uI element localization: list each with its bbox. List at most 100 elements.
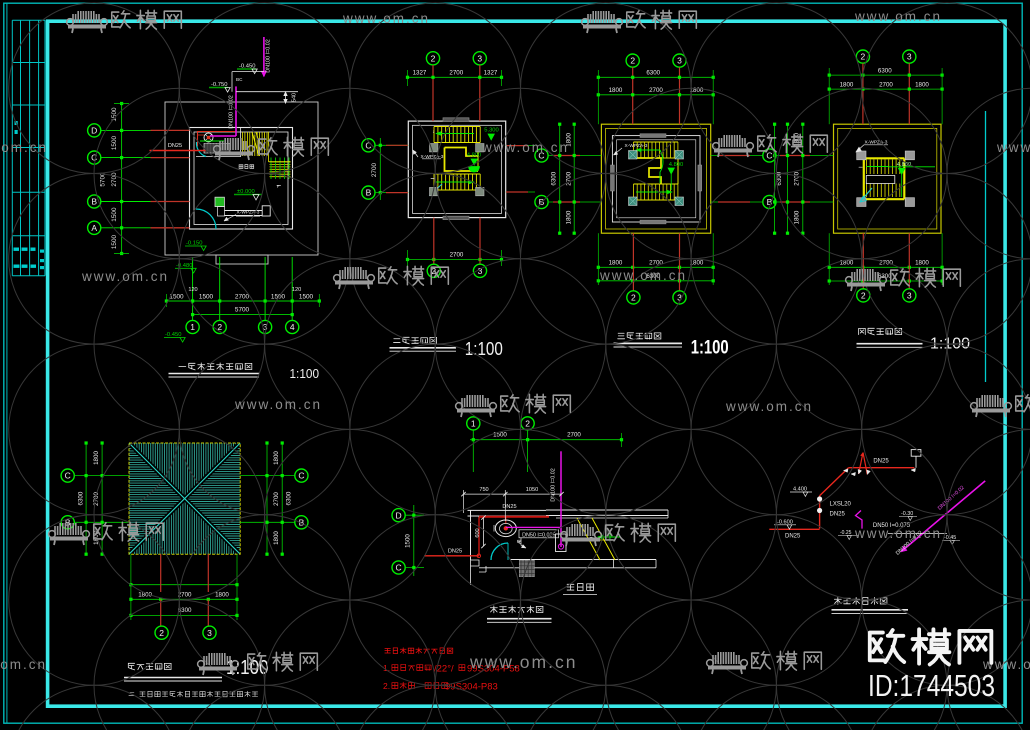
svg-text:DN25: DN25 bbox=[502, 504, 516, 510]
svg-text:C: C bbox=[91, 153, 97, 163]
svg-text:www.om.cn: www.om.cn bbox=[854, 526, 942, 541]
svg-text:www.om.cn: www.om.cn bbox=[469, 652, 577, 672]
svg-text:LXSL20: LXSL20 bbox=[830, 502, 852, 508]
svg-text:3: 3 bbox=[907, 291, 912, 301]
svg-text:2700: 2700 bbox=[273, 492, 280, 506]
svg-text:3: 3 bbox=[263, 322, 268, 332]
svg-text:-0.25: -0.25 bbox=[840, 530, 852, 536]
svg-text:99S304-P58: 99S304-P58 bbox=[467, 664, 520, 675]
svg-text:2: 2 bbox=[861, 52, 866, 62]
svg-text:B: B bbox=[65, 517, 71, 527]
svg-text:B: B bbox=[767, 197, 773, 207]
svg-text:1:100: 1:100 bbox=[290, 366, 320, 381]
svg-text:DN25: DN25 bbox=[168, 143, 182, 149]
svg-text:6300: 6300 bbox=[776, 171, 783, 185]
svg-text:-0.600: -0.600 bbox=[777, 519, 793, 525]
svg-text:1500: 1500 bbox=[111, 234, 118, 249]
svg-text:www.om.cn: www.om.cn bbox=[982, 657, 1030, 672]
svg-text:2: 2 bbox=[525, 419, 530, 429]
svg-text:DN25: DN25 bbox=[785, 534, 801, 540]
svg-text:1.: 1. bbox=[383, 663, 390, 673]
svg-text:www.om.cn: www.om.cn bbox=[0, 140, 48, 155]
svg-text:5700: 5700 bbox=[100, 172, 107, 187]
svg-text:2.: 2. bbox=[383, 681, 390, 691]
svg-text:2700: 2700 bbox=[449, 70, 463, 77]
svg-text:4: 4 bbox=[290, 322, 295, 332]
svg-text:C: C bbox=[65, 471, 71, 481]
svg-text:4.800: 4.800 bbox=[467, 153, 482, 159]
svg-text:1800: 1800 bbox=[915, 259, 929, 266]
svg-text:2700: 2700 bbox=[371, 162, 378, 177]
svg-text:1800: 1800 bbox=[609, 259, 623, 266]
svg-text:600: 600 bbox=[475, 528, 481, 537]
svg-text:1500: 1500 bbox=[169, 294, 184, 301]
svg-text:-0.30: -0.30 bbox=[901, 511, 913, 517]
svg-text:C: C bbox=[396, 563, 402, 573]
svg-text:2700: 2700 bbox=[649, 87, 663, 94]
svg-text:1800: 1800 bbox=[273, 451, 280, 465]
svg-text:2: 2 bbox=[630, 56, 635, 66]
svg-text:ID:1744503: ID:1744503 bbox=[868, 668, 995, 703]
svg-text:DN25: DN25 bbox=[873, 459, 889, 465]
svg-text:C: C bbox=[766, 151, 772, 161]
svg-text:1800: 1800 bbox=[138, 592, 152, 599]
svg-text:DN100 I=0.02: DN100 I=0.02 bbox=[228, 95, 234, 128]
svg-text:1500: 1500 bbox=[199, 294, 214, 301]
svg-text:www.om.cn: www.om.cn bbox=[725, 399, 813, 414]
svg-text:X-WPZA-3: X-WPZA-3 bbox=[865, 139, 888, 145]
svg-text:X-WPZA-3: X-WPZA-3 bbox=[625, 143, 648, 149]
svg-text:1800: 1800 bbox=[840, 81, 854, 88]
svg-text:1800: 1800 bbox=[93, 451, 100, 465]
svg-text:A: A bbox=[91, 223, 97, 233]
svg-text:D: D bbox=[396, 510, 402, 520]
svg-text:-0.480: -0.480 bbox=[176, 263, 192, 269]
svg-text:D: D bbox=[91, 126, 97, 136]
svg-text:1800: 1800 bbox=[215, 592, 229, 599]
svg-text:F: F bbox=[277, 184, 280, 189]
svg-text:1327: 1327 bbox=[413, 70, 427, 77]
svg-text:DN100 I=0.02: DN100 I=0.02 bbox=[265, 39, 271, 72]
svg-text:1800: 1800 bbox=[915, 81, 929, 88]
svg-text:1: 1 bbox=[190, 322, 195, 332]
svg-text:C: C bbox=[538, 151, 544, 161]
svg-text:4.400: 4.400 bbox=[793, 487, 807, 493]
svg-text:1800: 1800 bbox=[566, 132, 573, 146]
svg-text:540: 540 bbox=[292, 93, 298, 102]
svg-text:/22°/: /22°/ bbox=[434, 664, 454, 675]
svg-text:C: C bbox=[298, 471, 304, 481]
svg-text:www.om.cn: www.om.cn bbox=[342, 11, 430, 26]
svg-text:120: 120 bbox=[292, 287, 301, 293]
svg-text:1800: 1800 bbox=[840, 259, 854, 266]
svg-text:2: 2 bbox=[217, 322, 222, 332]
svg-text:1800: 1800 bbox=[93, 531, 100, 545]
svg-text:2: 2 bbox=[431, 53, 436, 63]
svg-text:4.800: 4.800 bbox=[897, 162, 912, 168]
svg-text:1800: 1800 bbox=[273, 531, 280, 545]
svg-text:1500: 1500 bbox=[493, 432, 507, 439]
svg-text:1327: 1327 bbox=[484, 70, 498, 77]
svg-text:DN50 I=0.075: DN50 I=0.075 bbox=[873, 523, 911, 529]
svg-text:6300: 6300 bbox=[646, 70, 660, 77]
svg-text:3: 3 bbox=[207, 628, 212, 638]
svg-text:2: 2 bbox=[159, 628, 164, 638]
svg-text:DN100 I=0.02: DN100 I=0.02 bbox=[551, 468, 557, 501]
svg-text:1:100: 1:100 bbox=[465, 339, 503, 359]
svg-text:2700: 2700 bbox=[649, 259, 663, 266]
svg-text:-0.450: -0.450 bbox=[239, 63, 255, 69]
svg-text:C: C bbox=[365, 140, 371, 150]
svg-text:3: 3 bbox=[477, 53, 482, 63]
svg-text:3: 3 bbox=[677, 56, 682, 66]
svg-text:3: 3 bbox=[677, 293, 682, 303]
svg-text:2700: 2700 bbox=[235, 294, 250, 301]
svg-text:-0.450: -0.450 bbox=[165, 332, 181, 338]
svg-text:6300: 6300 bbox=[286, 491, 293, 505]
svg-text:BC: BC bbox=[236, 77, 243, 82]
svg-text:www.om.cn: www.om.cn bbox=[599, 268, 687, 283]
svg-text:B: B bbox=[91, 197, 97, 207]
svg-text:5.300: 5.300 bbox=[484, 128, 499, 134]
svg-text:1800: 1800 bbox=[690, 259, 704, 266]
svg-text:99S304-P83: 99S304-P83 bbox=[445, 682, 498, 693]
svg-text:↓: ↓ bbox=[432, 129, 435, 135]
svg-text:2700: 2700 bbox=[178, 592, 192, 599]
svg-text:5700: 5700 bbox=[235, 307, 250, 314]
